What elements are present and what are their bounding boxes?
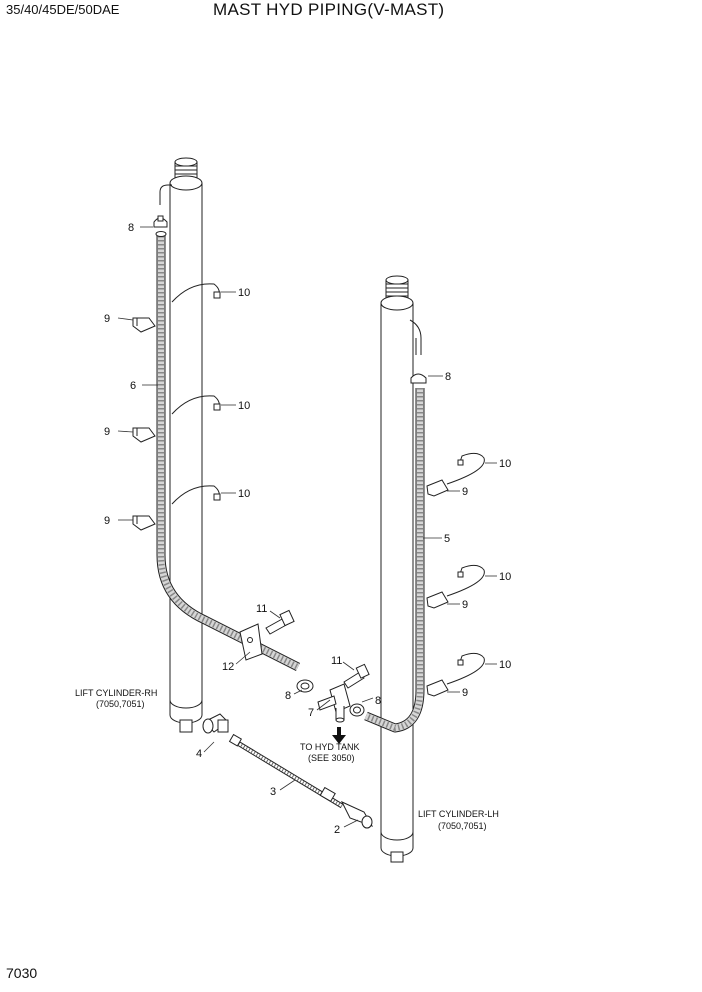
callout-2: 2 [334,824,340,836]
elbow-4 [202,713,229,734]
clamp-8-top-rh [153,215,168,228]
page-number: 7030 [6,965,38,981]
clamp-9-rh-3 [132,515,156,531]
callout-9: 9 [462,486,468,498]
band-clamp-10-rh-1 [171,283,221,303]
lift-cylinder-rh-label: LIFT CYLINDER-RH [75,688,157,698]
lift-cylinder-lh [380,275,422,863]
callout-8: 8 [375,695,381,707]
lift-cylinder-lh-label: LIFT CYLINDER-LH [418,809,499,819]
lift-cylinder-rh [159,157,203,733]
band-clamp-10-lh-1 [446,452,485,485]
callout-8: 8 [285,690,291,702]
callout-10: 10 [499,571,511,583]
to-hyd-tank-ref: (SEE 3050) [308,753,355,763]
hose-5 [364,388,425,733]
clamp-9-lh-3 [426,679,449,697]
band-clamp-10-rh-3 [171,485,221,505]
callout-11: 11 [256,603,267,615]
callout-3: 3 [270,786,276,798]
clamp-8-lower-left [296,679,314,693]
band-clamp-10-rh-2 [171,395,221,415]
hose-6 [155,231,301,672]
clamp-8-lower-right [349,703,365,717]
callout-10: 10 [499,458,511,470]
callout-8: 8 [128,222,134,234]
bolt-11-b [343,663,370,689]
clamp-8-top-lh [410,373,427,384]
callout-12: 12 [222,661,234,673]
clamp-9-rh-2 [132,427,156,443]
bolt-11-a [265,609,295,635]
tee-fitting-7 [317,683,351,723]
callout-7: 7 [308,707,314,719]
callout-10: 10 [238,488,250,500]
clamp-9-lh-2 [426,591,449,609]
callout-6: 6 [130,380,136,392]
callout-8: 8 [445,371,451,383]
bracket-12 [239,623,263,661]
clamp-9-lh-1 [426,479,449,497]
callout-9: 9 [104,426,110,438]
callout-10: 10 [238,400,250,412]
pipe-3 [228,733,344,809]
band-clamp-10-lh-3 [446,652,485,685]
callout-4: 4 [196,748,202,760]
callout-9: 9 [104,313,110,325]
model-code: 35/40/45DE/50DAE [6,2,120,17]
callout-11: 11 [331,655,342,667]
callout-9: 9 [462,687,468,699]
callout-10: 10 [238,287,250,299]
to-tank-arrow [332,727,346,744]
to-hyd-tank-label: TO HYD TANK [300,742,360,752]
band-clamp-10-lh-2 [446,564,485,597]
leader-lines [117,226,497,828]
callout-5: 5 [444,533,450,545]
clamp-9-rh-1 [132,317,156,333]
callout-9: 9 [104,515,110,527]
page-title: MAST HYD PIPING(V-MAST) [213,0,445,19]
callout-9: 9 [462,599,468,611]
lift-cylinder-rh-ref: (7050,7051) [96,699,145,709]
connector-2 [340,800,374,829]
callout-10: 10 [499,659,511,671]
lift-cylinder-lh-ref: (7050,7051) [438,821,487,831]
